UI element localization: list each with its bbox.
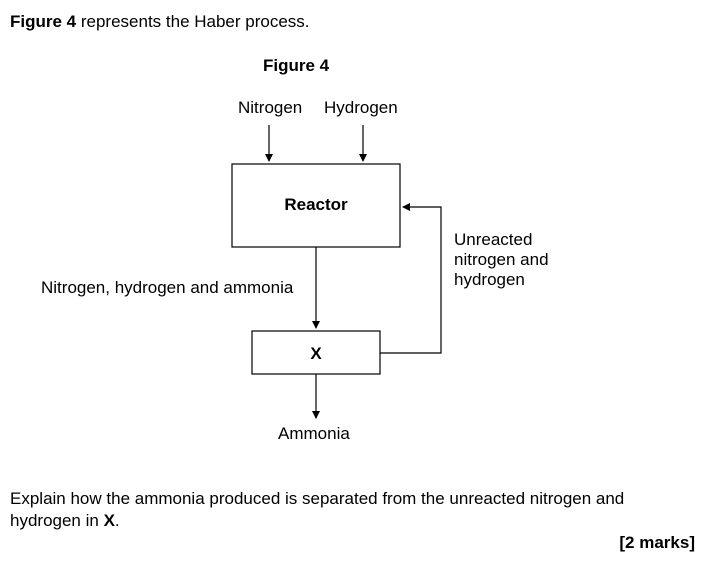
separator-label: X [310, 344, 322, 363]
figure-title: Figure 4 [263, 56, 330, 75]
figure-reference: Figure 4 [10, 12, 77, 31]
hydrogen-input-label: Hydrogen [324, 98, 398, 117]
marks-label: [2 marks] [619, 533, 695, 552]
question-bold-reference: X [103, 511, 115, 530]
nitrogen-input-label: Nitrogen [238, 98, 303, 117]
question-text: Explain how the ammonia produced is sepa… [10, 488, 690, 532]
intro-text: represents the Haber process. [76, 12, 310, 31]
intro-sentence: Figure 4 represents the Haber process. [10, 12, 310, 32]
recycle-arrow [380, 203, 442, 354]
recycle-label-line: Unreacted [454, 230, 533, 249]
mixture-label: Nitrogen, hydrogen and ammonia [41, 278, 294, 297]
recycle-label-line: hydrogen [454, 270, 525, 289]
ammonia-output-label: Ammonia [278, 424, 350, 443]
recycle-label: Unreacted nitrogen and hydrogen [454, 230, 594, 290]
reactor-label: Reactor [284, 195, 348, 214]
question-body: Explain how the ammonia produced is sepa… [10, 489, 625, 530]
question-end: . [114, 511, 120, 530]
recycle-label-line: nitrogen and [454, 250, 549, 269]
